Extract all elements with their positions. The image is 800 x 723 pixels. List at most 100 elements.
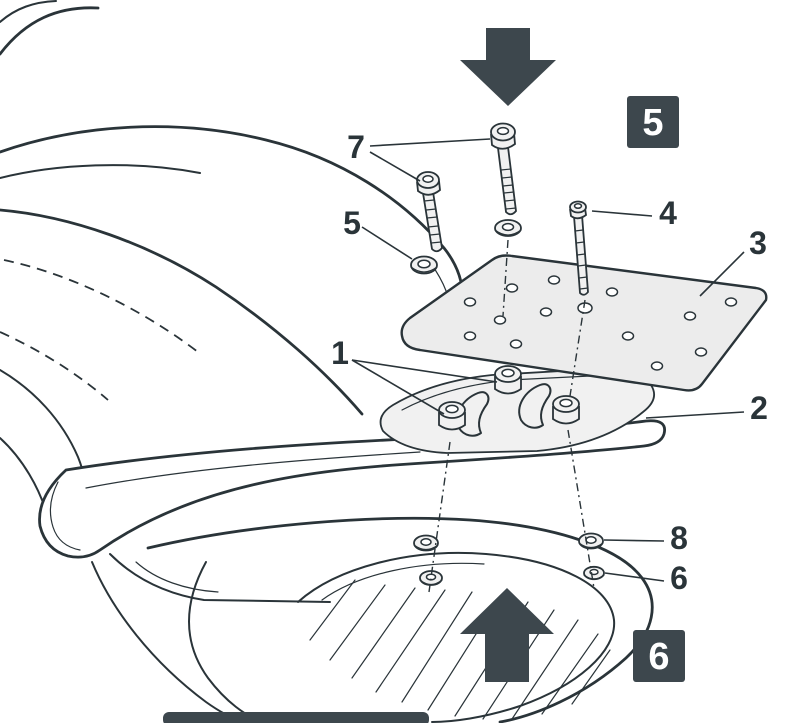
callout-3-label: 3: [749, 225, 767, 261]
screw-7b: [490, 122, 517, 216]
plate-hole: [683, 311, 697, 321]
leader-8-to-washer: [603, 539, 665, 542]
centerline: [569, 299, 586, 397]
plate-hole: [605, 287, 619, 297]
bracket-edge: [109, 553, 331, 603]
washer-5: [410, 255, 438, 275]
callout-2-label: 2: [750, 390, 768, 426]
plate-hole: [694, 347, 708, 357]
step-badge-box: [627, 96, 679, 148]
plate-hole: [493, 315, 507, 325]
tail-light-outline: [297, 551, 616, 723]
thread-line: [579, 287, 589, 290]
plate-hole: [621, 331, 635, 341]
leader-lines: [351, 138, 745, 582]
hatch-line: [511, 619, 579, 720]
plate-holes: [463, 275, 738, 371]
leader-1-to-spacer-left: [351, 359, 445, 415]
seat-dashed-line-1: [3, 259, 199, 353]
step-badge-box: [633, 630, 685, 682]
washer-hole: [420, 538, 432, 546]
thread-line: [423, 199, 435, 202]
thread-line: [500, 168, 512, 171]
centerline: [428, 441, 451, 593]
thread-line: [575, 241, 585, 244]
step-badge-number: 5: [642, 102, 663, 144]
leader-7-to-long-screw: [369, 138, 491, 147]
rail-endcap-line: [49, 481, 81, 551]
callout-4-label: 4: [659, 195, 677, 231]
thread-line: [576, 253, 586, 256]
spacer-hole: [559, 398, 573, 408]
washer-hole: [417, 259, 431, 269]
screw-7a: [416, 171, 443, 253]
thread-line: [429, 233, 441, 236]
hatch-line: [571, 649, 611, 705]
callout-6-label: 6: [670, 560, 688, 596]
plate-hole: [547, 275, 561, 285]
screw-4: [569, 200, 589, 296]
plate-hole: [505, 283, 519, 293]
tail-light-inner-line: [321, 562, 485, 601]
hatch-line: [401, 591, 473, 703]
spacer-hole: [445, 404, 459, 414]
hatch-line: [329, 584, 386, 661]
bodywork-edge: [0, 6, 100, 56]
seat-accent-line: [0, 164, 201, 179]
washer-8-thickness: [578, 542, 604, 549]
adapter-bracket: [379, 365, 655, 454]
thread-line: [501, 176, 513, 179]
step-badge-number: 6: [648, 636, 669, 678]
hatch-line: [375, 589, 446, 693]
thread-line: [578, 276, 588, 279]
adapter-rib: [518, 383, 552, 429]
mounting-plate: [400, 254, 768, 392]
screw-socket: [573, 203, 583, 209]
spacer-middle: [494, 365, 522, 395]
spacer-hole: [501, 368, 515, 378]
washer-hole: [501, 222, 515, 232]
tail-fairing: [91, 516, 654, 723]
callout-5-label: 5: [343, 205, 361, 241]
thread-line: [504, 199, 516, 202]
washer-thickness: [494, 229, 522, 236]
seat: [0, 125, 465, 416]
callout-1-label: 1: [331, 335, 349, 371]
leader-2-to-adapter: [645, 411, 745, 419]
screw-threads: [423, 199, 442, 244]
arrow-up-icon: [460, 588, 554, 682]
thread-line: [425, 208, 437, 211]
screw-socket: [496, 126, 510, 136]
screw-socket: [422, 175, 434, 183]
alignment-lines: [428, 239, 595, 593]
washer-under-7b: [494, 219, 522, 237]
plate-hole: [539, 307, 553, 317]
bodywork-edge-inner: [0, 0, 57, 23]
screw-threads: [574, 229, 589, 290]
plate-hole: [463, 331, 477, 341]
plate-hole: [650, 361, 664, 371]
washer-thickness: [413, 544, 439, 551]
leader-7-to-short-screw: [369, 151, 421, 182]
under-rail-bracket: [109, 553, 331, 603]
adapter-rib: [456, 391, 490, 437]
nut-thickness: [419, 579, 443, 586]
leader-1-to-spacer-middle: [351, 359, 498, 383]
thread-line: [505, 207, 517, 210]
leader-6-to-nut: [604, 572, 665, 582]
thread-line: [577, 264, 587, 267]
screw-shank: [496, 146, 517, 216]
plate-hole: [463, 297, 477, 307]
hatch-line: [309, 579, 356, 641]
topleft-bodywork: [0, 0, 100, 56]
seat-dashed-line-2: [0, 331, 109, 401]
bottom-logo-bar: [163, 712, 429, 723]
step-badge-top: 5: [627, 96, 679, 148]
nut-6-thickness: [583, 574, 605, 580]
thread-line: [430, 241, 442, 244]
thread-line: [427, 225, 439, 228]
fairing-top-edge: [146, 516, 654, 723]
thread-line: [426, 216, 438, 219]
thread-line: [502, 184, 514, 187]
